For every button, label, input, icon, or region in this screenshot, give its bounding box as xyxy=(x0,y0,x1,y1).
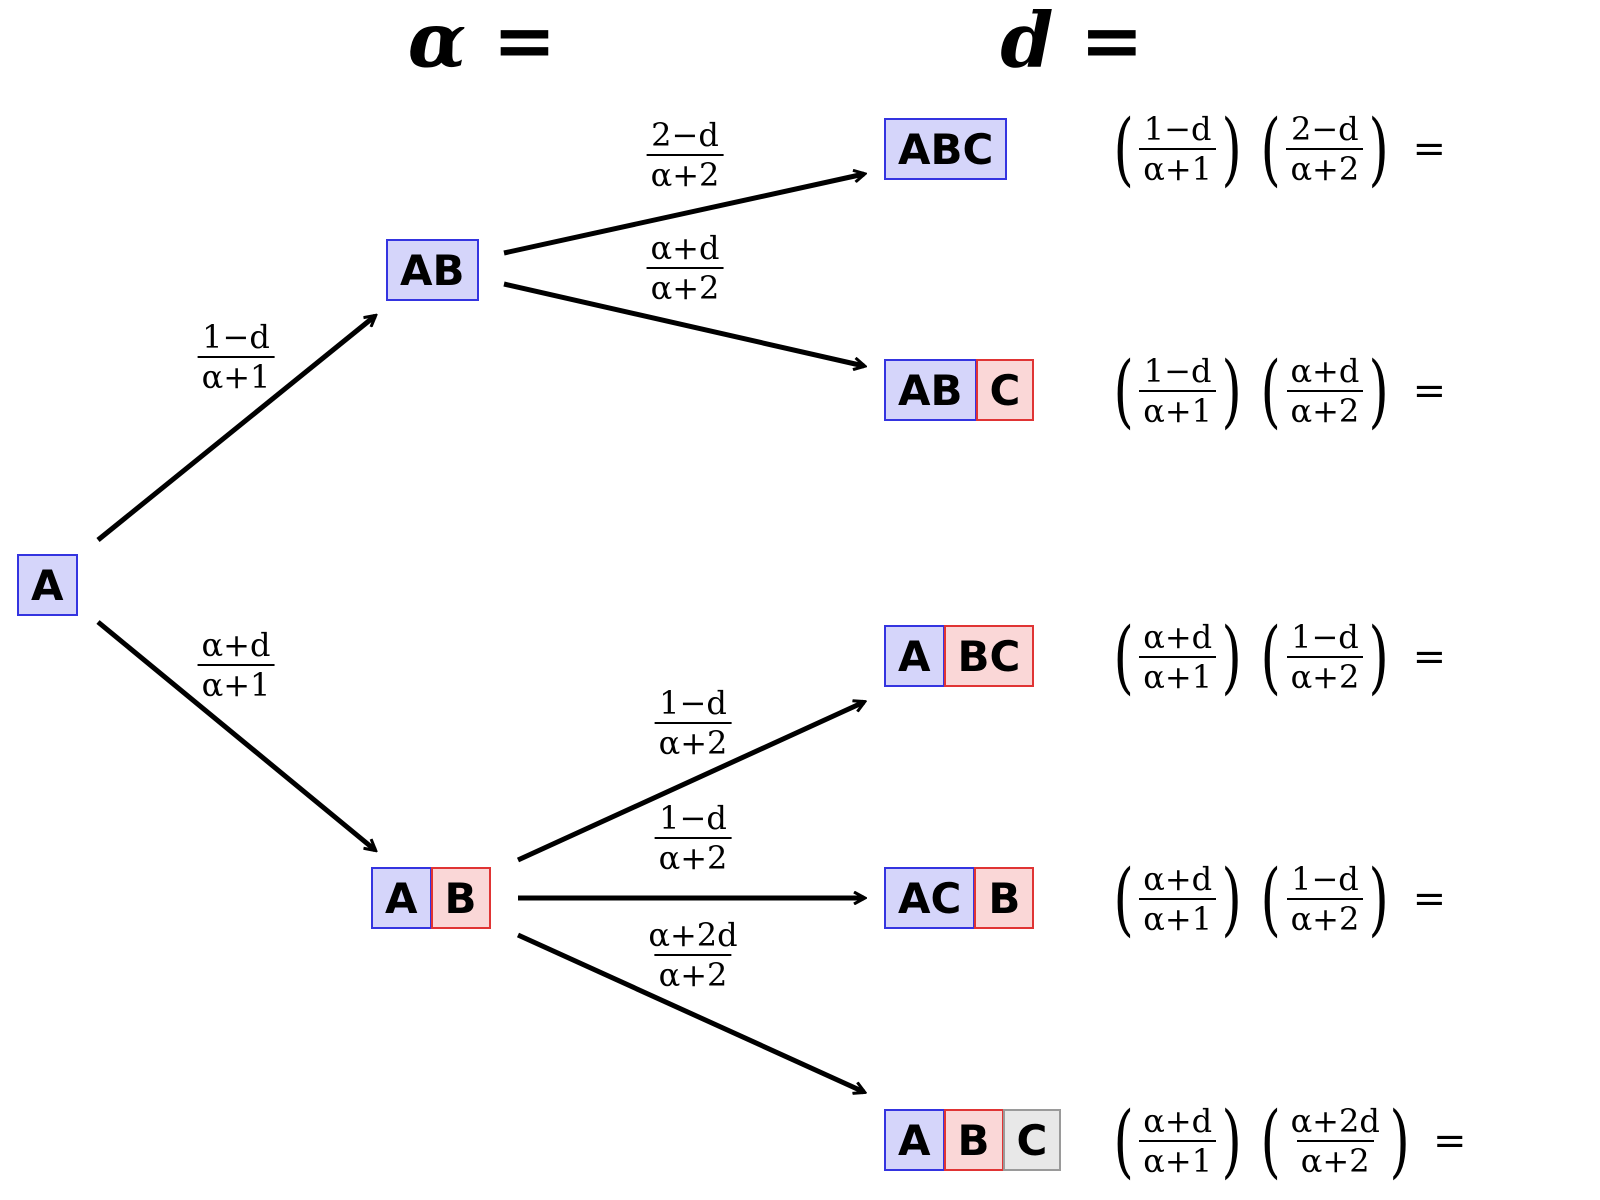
node-cell-blue: A xyxy=(371,867,432,929)
equals-sign: = xyxy=(1412,368,1447,414)
node-cell-red: C xyxy=(975,359,1035,421)
node-cell-blue: ABC xyxy=(884,118,1008,180)
node-cell-red: B xyxy=(430,867,491,929)
node-AB: AB xyxy=(386,239,479,301)
node-cell-red: B xyxy=(943,1109,1004,1171)
node-cell-blue: AC xyxy=(884,867,976,929)
node-cell-blue: A xyxy=(884,1109,945,1171)
node-cell-blue: AB xyxy=(884,359,977,421)
node-cell-blue: A xyxy=(17,554,78,616)
equals-sign: = xyxy=(1412,126,1446,172)
node-cell-gray: C xyxy=(1002,1109,1062,1171)
equals-sign: = xyxy=(1412,876,1447,922)
arrow-AB-to-ABC xyxy=(503,174,864,256)
arrow-root-to-A-B xyxy=(96,620,375,850)
arrow-AB-to-AB-C xyxy=(503,281,864,366)
equals-sign: = xyxy=(1412,634,1447,680)
arrow-root-to-AB xyxy=(96,316,375,542)
node-cell-red: B xyxy=(974,867,1035,929)
node-cell-blue: A xyxy=(884,625,945,687)
d-header: d = xyxy=(1000,0,1144,85)
arrow-A-B-to-A-B-C xyxy=(516,932,864,1092)
equals-sign: = xyxy=(1433,1118,1467,1164)
node-cell-blue: AB xyxy=(386,239,479,301)
node-A: A xyxy=(17,554,78,616)
arrow-A-B-to-A-BC xyxy=(516,702,864,863)
node-cell-red: BC xyxy=(943,625,1035,687)
node-ABC: ABC xyxy=(884,118,1008,180)
alpha-header: α = xyxy=(407,0,557,85)
